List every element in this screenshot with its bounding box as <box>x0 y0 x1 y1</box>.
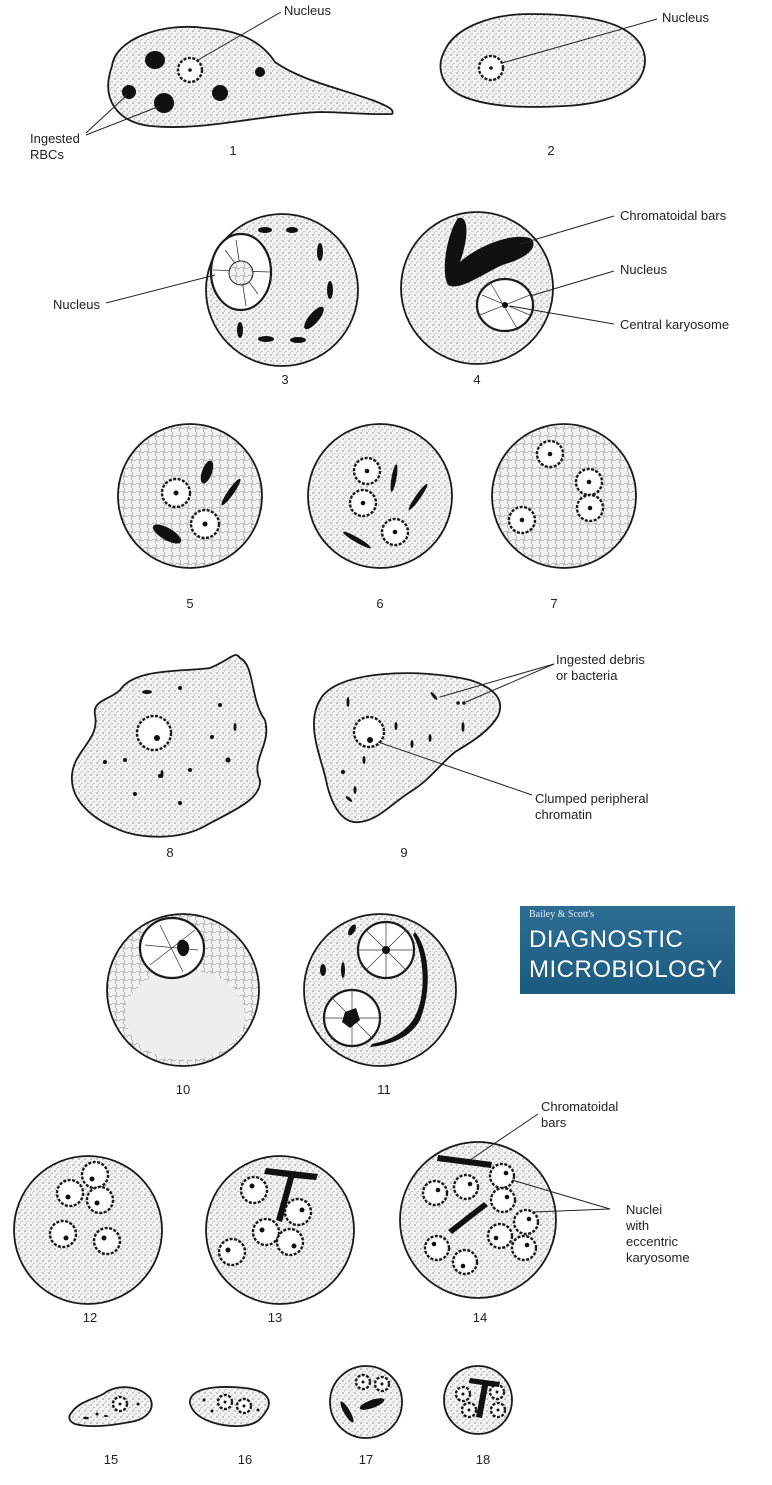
organism-4 <box>400 211 615 365</box>
organism-8 <box>71 654 268 838</box>
figure-number-2: 2 <box>547 143 554 158</box>
organism-5 <box>117 423 263 569</box>
label-nucleus-1: Nucleus <box>284 3 331 18</box>
figure-number-8: 8 <box>166 845 173 860</box>
label-clumped-chromatin-line1: Clumped peripheral <box>535 791 649 806</box>
label-chromatoidal-bars-4: Chromatoidal bars <box>620 208 727 223</box>
organism-16 <box>188 1386 270 1427</box>
organism-2 <box>439 13 658 108</box>
label-nucleus-2: Nucleus <box>662 10 709 25</box>
label-ingested-rbcs-line1: Ingested <box>30 131 80 146</box>
figure-number-4: 4 <box>473 372 480 387</box>
figure-number-14: 14 <box>473 1310 487 1325</box>
figure-number-6: 6 <box>376 596 383 611</box>
logo-title-line1: DIAGNOSTIC <box>529 926 684 953</box>
label-central-karyosome: Central karyosome <box>620 317 729 332</box>
organism-15 <box>68 1386 153 1428</box>
organism-6 <box>307 423 453 569</box>
figure-number-16: 16 <box>238 1452 252 1467</box>
label-nuclei-eccentric-line3: eccentric <box>626 1234 679 1249</box>
organism-11 <box>303 913 457 1067</box>
label-nuclei-eccentric-line4: karyosome <box>626 1250 690 1265</box>
label-chromatoidal-bars-14-line2: bars <box>541 1115 567 1130</box>
organism-1 <box>85 11 394 136</box>
organism-17 <box>329 1365 403 1439</box>
organism-12 <box>13 1155 163 1305</box>
label-ingested-debris-line1: Ingested debris <box>556 652 645 667</box>
label-clumped-chromatin-line2: chromatin <box>535 807 592 822</box>
figure-number-13: 13 <box>268 1310 282 1325</box>
figure-number-11: 11 <box>377 1082 391 1097</box>
organism-13 <box>205 1155 355 1305</box>
figure-number-10: 10 <box>176 1082 190 1097</box>
book-logo: Bailey & Scott's DIAGNOSTIC MICROBIOLOGY <box>520 906 735 994</box>
label-ingested-debris-line2: or bacteria <box>556 668 618 683</box>
figure-number-3: 3 <box>281 372 288 387</box>
label-nucleus-3: Nucleus <box>53 297 100 312</box>
organism-10 <box>106 913 260 1067</box>
figure-number-9: 9 <box>400 845 407 860</box>
organism-7 <box>491 423 637 569</box>
organism-3 <box>105 213 359 367</box>
label-nuclei-eccentric-line2: with <box>625 1218 649 1233</box>
label-nuclei-eccentric-line1: Nuclei <box>626 1202 662 1217</box>
organism-9 <box>313 663 555 823</box>
figure-number-18: 18 <box>476 1452 490 1467</box>
figure-number-1: 1 <box>229 143 236 158</box>
label-chromatoidal-bars-14-line1: Chromatoidal <box>541 1099 618 1114</box>
label-nucleus-4: Nucleus <box>620 262 667 277</box>
label-ingested-rbcs-line2: RBCs <box>30 147 64 162</box>
figure-number-5: 5 <box>186 596 193 611</box>
figure-number-15: 15 <box>104 1452 118 1467</box>
logo-title-line2: MICROBIOLOGY <box>529 956 724 983</box>
organism-14 <box>399 1113 611 1299</box>
figure-number-7: 7 <box>550 596 557 611</box>
organism-18 <box>443 1365 513 1435</box>
figure-number-12: 12 <box>83 1310 97 1325</box>
figure-number-17: 17 <box>359 1452 373 1467</box>
logo-small-text: Bailey & Scott's <box>529 909 595 920</box>
